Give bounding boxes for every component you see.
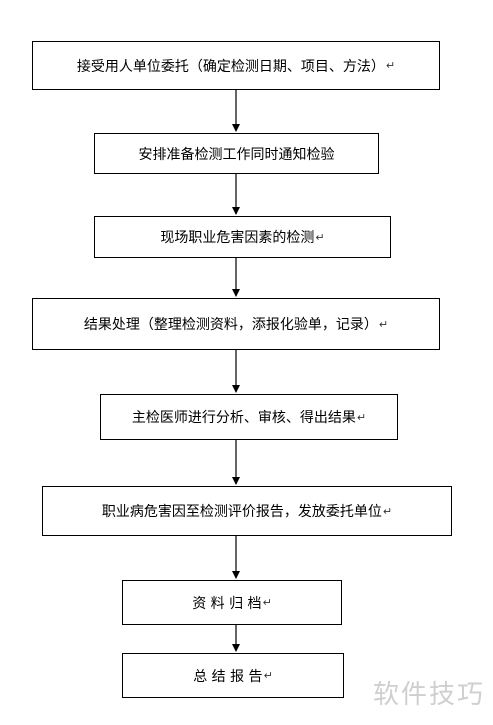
step-result-processing-text: 结果处理（整理检测资料，添报化验单，记录） [83,317,378,333]
step-onsite-detection-text: 现场职业危害因素的检测 [160,230,315,246]
step-result-processing: 结果处理（整理检测资料，添报化验单，记录）↵ [32,298,440,350]
step-physician-analysis-text: 主检医师进行分析、审核、得出结果 [131,410,356,426]
step-archive-text: 资 料 归 档 [192,595,262,612]
step-summary-report-text: 总 结 报 告 [193,668,263,685]
return-mark-icon: ↵ [262,596,272,609]
step-evaluation-report-text: 职业病危害因至检测评价报告，发放委托单位 [101,504,382,520]
step-evaluation-report: 职业病危害因至检测评价报告，发放委托单位↵ [42,486,452,536]
return-mark-icon: ↵ [315,230,325,244]
step-archive: 资 料 归 档↵ [122,580,342,625]
step-prepare-detection-text: 安排准备检测工作同时通知检验 [138,146,335,163]
return-mark-icon: ↵ [263,669,273,682]
return-mark-icon: ↵ [356,410,367,424]
step-onsite-detection: 现场职业危害因素的检测↵ [94,216,391,258]
watermark-text: 软件技巧 [372,680,485,710]
step-prepare-detection: 安排准备检测工作同时通知检验 [94,133,379,174]
step-entrust-accept-text: 接受用人单位委托（确定检测日期、项目、方法） [76,58,385,75]
step-physician-analysis: 主检医师进行分析、审核、得出结果↵ [100,394,398,440]
return-mark-icon: ↵ [382,504,393,518]
return-mark-icon: ↵ [378,317,389,331]
step-entrust-accept: 接受用人单位委托（确定检测日期、项目、方法）↵ [32,41,440,90]
step-summary-report: 总 结 报 告↵ [122,653,344,698]
return-mark-icon: ↵ [385,59,396,72]
